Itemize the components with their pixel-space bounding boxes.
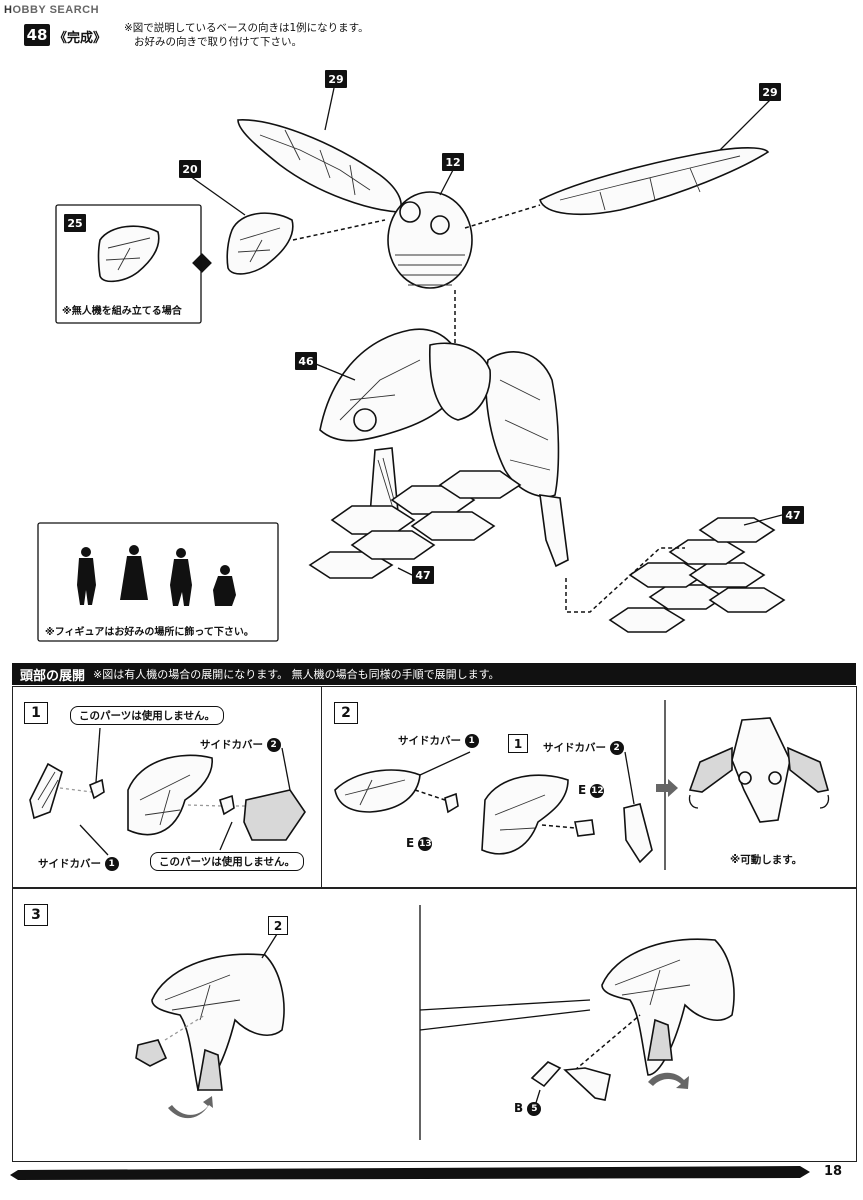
panel-3	[12, 888, 857, 1162]
callout-46: 46	[295, 352, 317, 370]
side-cover-1-num: 1	[104, 857, 119, 871]
side-cover-1-p2	[334, 769, 421, 813]
side-cover-2-part	[243, 789, 306, 841]
side-cover-1-part	[29, 762, 63, 820]
inset-unmanned-box	[55, 204, 202, 324]
head-deploy-title: 頭部の展開	[20, 668, 86, 684]
callout-20: 20	[179, 160, 201, 178]
side-cover-1-text: サイドカバー	[38, 858, 101, 870]
watermark: HOBBY SEARCH	[4, 4, 100, 16]
head-deploy-note: ※図は有人機の場合の展開になります。 無人機の場合も同様の手順で展開します。	[93, 668, 500, 681]
e12-num: 12	[590, 783, 605, 798]
callout-29-left: 29	[325, 70, 347, 88]
p2-side-cover-1-num: 1	[464, 734, 479, 748]
p2-side-cover-1-text: サイドカバー	[398, 735, 461, 747]
p2-side-cover-2-text: サイドカバー	[543, 742, 606, 754]
step-number-48: 48	[24, 24, 50, 46]
step-title: 《完成》	[54, 31, 107, 46]
panel-2-number: 2	[334, 702, 358, 724]
page-number: 18	[824, 1164, 843, 1179]
head-assembly-1	[127, 754, 213, 836]
b5-letter: B	[514, 1101, 524, 1115]
head-assembly-3b	[601, 938, 735, 1076]
figures-box	[37, 522, 279, 642]
head-deployed	[731, 717, 791, 823]
hex-base-47-front	[308, 470, 522, 579]
unused-part-bubble-top: このパーツは使用しません。	[70, 706, 224, 725]
p2-side-cover-2-num: 2	[609, 741, 624, 755]
unused-part-bubble-bottom: このパーツは使用しません。	[150, 852, 304, 871]
head-assembly-3	[151, 953, 285, 1091]
e13-num: 13	[418, 836, 433, 851]
panel-3-number: 3	[24, 904, 48, 926]
part-b5-label: B 5	[514, 1101, 542, 1116]
p2-side-cover-1-label: サイドカバー 1	[398, 733, 479, 748]
callout-47-front: 47	[412, 566, 434, 584]
side-cover-2-num: 2	[266, 738, 281, 752]
wing-part-29-right	[539, 147, 770, 216]
step-note-line1: ※図で説明しているベースの向きは1例になります。	[124, 22, 369, 34]
callout-47-back: 47	[782, 506, 804, 524]
figures-silhouettes	[77, 545, 236, 606]
side-cover-1-label: サイドカバー 1	[38, 856, 119, 871]
callout-29-right: 29	[759, 83, 781, 101]
side-cover-2-p2	[623, 803, 653, 864]
callout-12: 12	[442, 153, 464, 171]
footer-bar	[10, 1166, 810, 1180]
step-note-line2: お好みの向きで取り付けて下さい。	[134, 36, 302, 48]
e12-letter: E	[578, 783, 587, 797]
callout-25: 25	[64, 214, 86, 232]
head-assembly-2	[481, 774, 569, 855]
head-part-25	[97, 225, 160, 283]
b5-num: 5	[527, 1101, 542, 1116]
figures-caption: ※フィギュアはお好みの場所に飾って下さい。	[45, 627, 254, 638]
inset-caption: ※無人機を組み立てる場合	[62, 306, 182, 317]
e13-letter: E	[406, 836, 415, 850]
movable-note: ※可動します。	[730, 854, 803, 866]
p2-inner-box-1: 1	[508, 734, 528, 753]
p3-inner-box-2: 2	[268, 916, 288, 935]
side-cover-2-text: サイドカバー	[200, 739, 263, 751]
part-e13-label: E 13	[406, 836, 433, 851]
side-cover-2-label: サイドカバー 2	[200, 737, 281, 752]
assembly-illustration	[37, 87, 786, 642]
head-deploy-header: 頭部の展開 ※図は有人機の場合の展開になります。 無人機の場合も同様の手順で展開…	[12, 663, 856, 685]
hex-base-47-back	[608, 517, 786, 633]
panel-1-number: 1	[24, 702, 48, 724]
p2-side-cover-2-label: サイドカバー 2	[543, 740, 624, 755]
part-e12-label: E 12	[578, 783, 605, 798]
